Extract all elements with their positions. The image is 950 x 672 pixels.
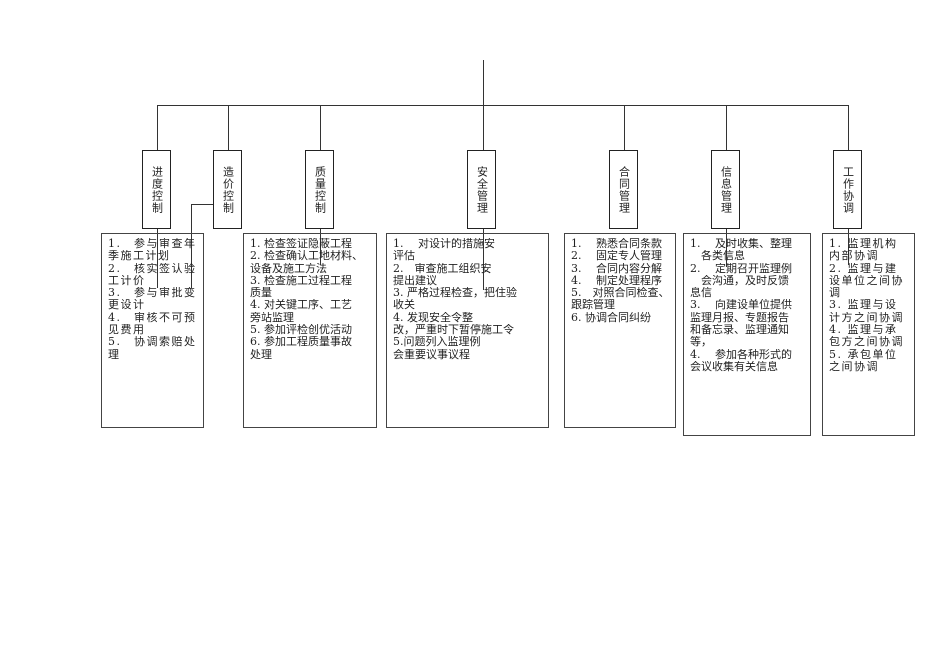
box-line: 2. 监理与建 xyxy=(829,262,898,275)
box-line: 2. 审查施工组织安 xyxy=(393,262,492,275)
box-line: 1. 监理机构 xyxy=(829,238,898,250)
box-line: 4. 参加各种形式的 xyxy=(690,348,792,361)
box-line: 1. 及时收集、整理 xyxy=(690,238,792,250)
box-line: 质量 xyxy=(250,287,272,300)
header-label: 工作协调 xyxy=(841,165,855,214)
header-label: 信息管理 xyxy=(719,165,733,214)
box-line: 6. 参加工程质量事故 xyxy=(250,336,352,349)
header-label: 合同管理 xyxy=(617,165,631,214)
header-contract-management: 合同管理 xyxy=(609,150,638,229)
box-line: 4. 监理与承 xyxy=(829,324,898,337)
header-schedule-control: 进度控制 xyxy=(142,150,171,229)
box-line: 旁站监理 xyxy=(250,311,294,324)
box-line: 4. 制定处理程序 xyxy=(571,274,662,287)
header-label: 造价控制 xyxy=(221,165,235,214)
box-line: 6. 协调合同纠纷 xyxy=(571,311,651,324)
box-line: 监理月报、专题报告 xyxy=(690,311,789,324)
box-line: 会沟通，及时反馈 xyxy=(690,274,789,287)
box-line: 理 xyxy=(108,348,121,361)
header-quality-control: 质量控制 xyxy=(305,150,334,229)
box-line: 评估 xyxy=(393,250,415,263)
box-line: 3. 向建设单位提供 xyxy=(690,299,792,312)
box-line: 5. 承包单位 xyxy=(829,348,898,361)
header-work-coordination: 工作协调 xyxy=(833,150,862,229)
box-line: 和备忘录、监理通知 xyxy=(690,324,789,337)
box-line: 3. 参与审批变 xyxy=(108,287,197,300)
box-line: 调 xyxy=(829,287,842,300)
header-label: 质量控制 xyxy=(313,165,327,214)
box-line: 等， xyxy=(690,336,712,349)
header-label: 安全管理 xyxy=(475,165,489,214)
box-line: 会议收集有关信息 xyxy=(690,360,778,373)
box-line: 5.问题列入监理例 xyxy=(393,336,481,349)
box-line: 2. 核实签认验 xyxy=(108,262,197,275)
box-line: 之间协调 xyxy=(829,360,879,373)
cost-connector xyxy=(191,204,192,288)
box-line: 提出建议 xyxy=(393,274,437,287)
main-bus-line xyxy=(157,105,849,106)
header-safety-management: 安全管理 xyxy=(467,150,496,229)
header-information-management: 信息管理 xyxy=(711,150,740,229)
root-line xyxy=(483,60,484,106)
box-line: 包方之间协调 xyxy=(829,336,904,349)
box-line: 4. 发现安全令整 xyxy=(393,311,473,324)
box-line: 收关 xyxy=(393,299,415,312)
header-cost-control: 造价控制 xyxy=(213,150,242,229)
box-line: 5. 对照合同检查、 xyxy=(571,287,669,300)
box-line: 处理 xyxy=(250,348,272,361)
header-label: 进度控制 xyxy=(150,165,164,214)
box-line: 3. 检查施工过程工程 xyxy=(250,274,352,287)
box-line: 3. 监理与设 xyxy=(829,299,898,312)
box-line: 设单位之间协 xyxy=(829,274,904,287)
box-line: 见费用 xyxy=(108,324,146,337)
box-line: 4. 对关键工序、工艺 xyxy=(250,299,352,312)
box-line: 2. 定期召开监理例 xyxy=(690,262,792,275)
box-line: 1. 检查签证隐蔽工程 xyxy=(250,238,352,250)
cost-connector xyxy=(191,204,213,205)
box-line: 3. 合同内容分解 xyxy=(571,262,662,275)
box-line: 设备及施工方法 xyxy=(250,262,327,275)
box-line: 1. 参与审查年 xyxy=(108,238,197,250)
box-line: 跟踪管理 xyxy=(571,299,615,312)
box-line: 5. 协调索赔处 xyxy=(108,336,197,349)
box-line: 会重要议事议程 xyxy=(393,348,470,361)
box-line: 2. 检查确认工地材料、 xyxy=(250,250,363,263)
box-line: 各类信息 xyxy=(690,250,745,263)
branch-line xyxy=(228,105,229,151)
box-line: 3. 严格过程检查，把住验 xyxy=(393,287,517,300)
box-line: 1. 对设计的措施安 xyxy=(393,238,495,250)
box-line: 计方之间协调 xyxy=(829,311,904,324)
box-line: 内部协调 xyxy=(829,250,879,263)
box-line: 1. 熟悉合同条款 xyxy=(571,238,662,250)
box-line: 4. 审核不可预 xyxy=(108,311,197,324)
box-line: 改，严重时下暂停施工令 xyxy=(393,324,514,337)
box-line: 5. 参加评检创优活动 xyxy=(250,324,352,337)
box-line: 更设计 xyxy=(108,299,146,312)
box-line: 息信 xyxy=(690,287,712,300)
box-line: 季施工计划 xyxy=(108,250,171,263)
box-line: 工计价 xyxy=(108,274,146,287)
box-line: 2. 固定专人管理 xyxy=(571,250,662,263)
